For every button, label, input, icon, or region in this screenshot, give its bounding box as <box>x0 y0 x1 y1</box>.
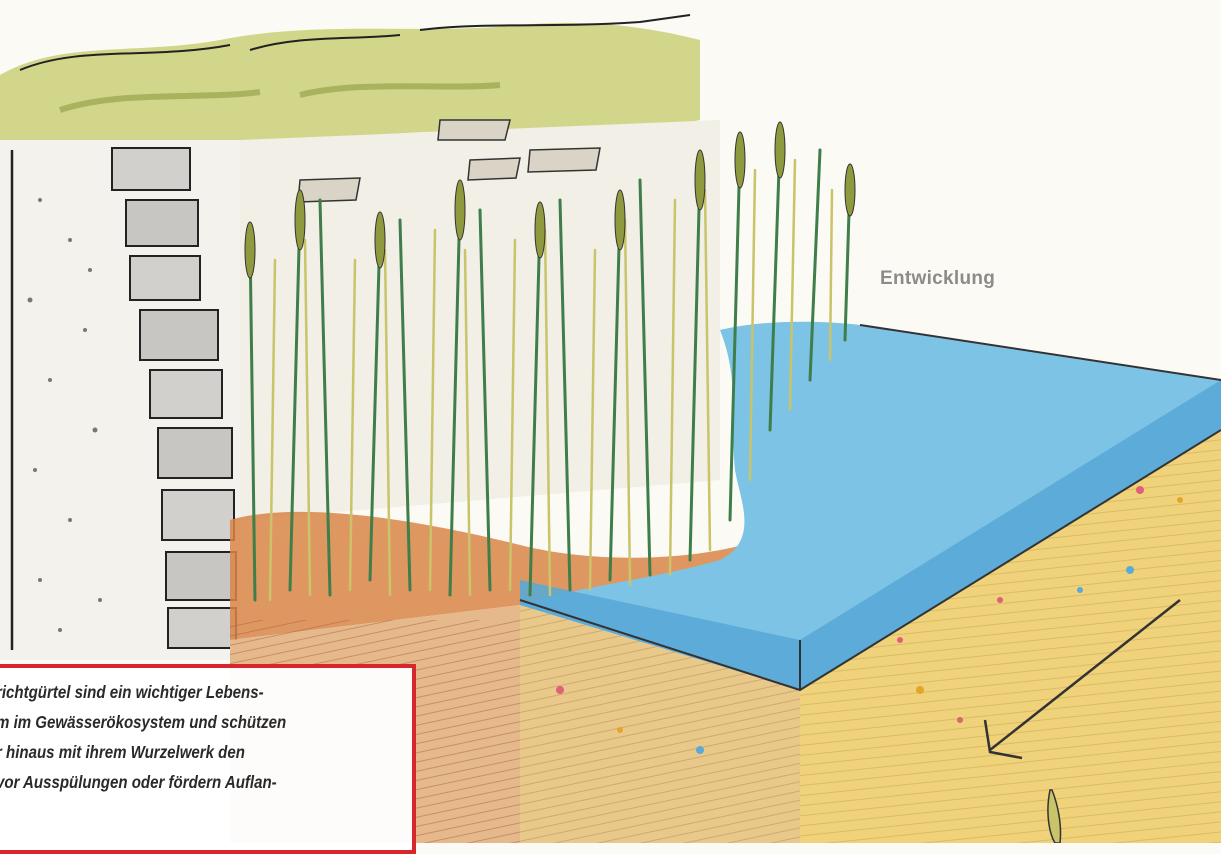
development-label: Entwicklung <box>880 268 995 290</box>
caption-line: r hinaus mit ihrem Wurzelwerk den <box>0 742 245 763</box>
caption-line: richtgürtel sind ein wichtiger Lebens- <box>0 682 264 703</box>
caption-line: vor Ausspülungen oder fördern Auflan- <box>0 772 277 793</box>
caption-line: m im Gewässerökosystem und schützen <box>0 712 286 733</box>
caption-box: richtgürtel sind ein wichtiger Lebens- m… <box>0 664 416 854</box>
